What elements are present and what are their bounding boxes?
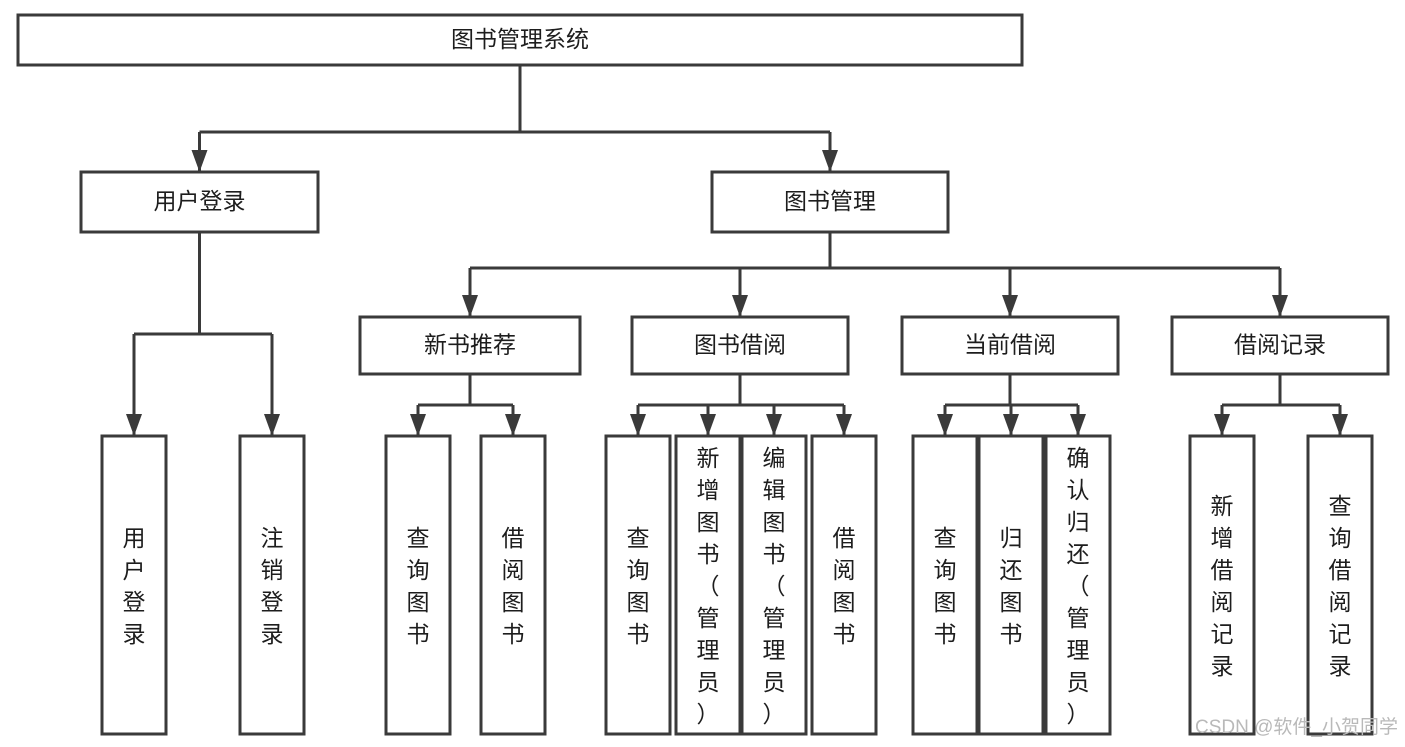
node-layer: 图书管理系统用户登录图书管理新书推荐图书借阅当前借阅借阅记录用户登录注销登录查询… — [16, 13, 1390, 736]
connector-group — [630, 374, 852, 436]
node-l2-book[interactable]: 图书管理 — [710, 170, 950, 234]
node-l4-bo-borrow[interactable]: 借阅图书 — [810, 434, 878, 736]
connector-group — [410, 374, 521, 436]
node-box[interactable] — [740, 434, 808, 736]
connector-group — [937, 374, 1086, 436]
node-label: 用户登录 — [123, 525, 146, 647]
node-label: 图书管理系统 — [451, 26, 589, 52]
node-box[interactable] — [710, 170, 950, 234]
node-box[interactable] — [1306, 434, 1374, 736]
node-box[interactable] — [604, 434, 672, 736]
node-box[interactable] — [1170, 315, 1390, 376]
connector-group — [126, 232, 280, 436]
node-box[interactable] — [1188, 434, 1256, 736]
node-l4-rc-add[interactable]: 新增借阅记录 — [1188, 434, 1256, 736]
node-label: 查询图书 — [934, 525, 957, 647]
node-l3-newbook[interactable]: 新书推荐 — [358, 315, 582, 376]
node-label: 当前借阅 — [964, 332, 1056, 358]
node-label: 新增图书（管理员） — [697, 445, 720, 727]
node-box[interactable] — [900, 315, 1120, 376]
node-l3-record[interactable]: 借阅记录 — [1170, 315, 1390, 376]
node-box[interactable] — [479, 434, 547, 736]
node-label: 借阅图书 — [502, 525, 525, 647]
node-l4-bo-edit[interactable]: 编辑图书（管理员） — [740, 434, 808, 736]
connector-layer — [126, 65, 1348, 436]
node-box[interactable] — [911, 434, 979, 736]
node-l2-user[interactable]: 用户登录 — [79, 170, 320, 234]
node-label: 用户登录 — [154, 188, 246, 214]
node-label: 借阅记录 — [1234, 332, 1326, 358]
watermark-label: CSDN @软件_小贺同学 — [1195, 716, 1398, 738]
node-label: 查询图书 — [627, 525, 650, 647]
connector-group — [1214, 374, 1348, 436]
node-box[interactable] — [238, 434, 306, 736]
node-label: 图书管理 — [784, 188, 876, 214]
node-l4-nb-query[interactable]: 查询图书 — [384, 434, 452, 736]
node-l4-cu-confirm[interactable]: 确认归还（管理员） — [1044, 434, 1112, 736]
node-label: 编辑图书（管理员） — [763, 445, 786, 727]
node-label: 图书借阅 — [694, 332, 786, 358]
connector-group — [191, 65, 838, 172]
node-label: 查询图书 — [407, 525, 430, 647]
connector-group — [462, 232, 1288, 317]
node-box[interactable] — [810, 434, 878, 736]
node-box[interactable] — [79, 170, 320, 234]
node-label: 查询借阅记录 — [1329, 493, 1352, 679]
node-box[interactable] — [384, 434, 452, 736]
node-l3-current[interactable]: 当前借阅 — [900, 315, 1120, 376]
node-box[interactable] — [358, 315, 582, 376]
node-box[interactable] — [100, 434, 168, 736]
node-label: 确认归还（管理员） — [1067, 445, 1090, 727]
node-box[interactable] — [630, 315, 850, 376]
node-label: 借阅图书 — [833, 525, 856, 647]
node-label: 归还图书 — [1000, 525, 1023, 647]
node-l3-borrow[interactable]: 图书借阅 — [630, 315, 850, 376]
node-label: 新增借阅记录 — [1211, 493, 1234, 679]
node-l4-bo-add[interactable]: 新增图书（管理员） — [674, 434, 742, 736]
node-l4-bo-query[interactable]: 查询图书 — [604, 434, 672, 736]
node-l4-nb-borrow[interactable]: 借阅图书 — [479, 434, 547, 736]
node-l4-user-logout[interactable]: 注销登录 — [238, 434, 306, 736]
node-l4-cu-return[interactable]: 归还图书 — [977, 434, 1045, 736]
node-root[interactable]: 图书管理系统 — [16, 13, 1024, 67]
node-box[interactable] — [674, 434, 742, 736]
node-box[interactable] — [977, 434, 1045, 736]
node-label: 新书推荐 — [424, 332, 516, 358]
node-box[interactable] — [1044, 434, 1112, 736]
node-label: 注销登录 — [261, 525, 284, 647]
node-box[interactable] — [16, 13, 1024, 67]
node-l4-cu-query[interactable]: 查询图书 — [911, 434, 979, 736]
node-l4-user-login[interactable]: 用户登录 — [100, 434, 168, 736]
node-l4-rc-query[interactable]: 查询借阅记录 — [1306, 434, 1374, 736]
